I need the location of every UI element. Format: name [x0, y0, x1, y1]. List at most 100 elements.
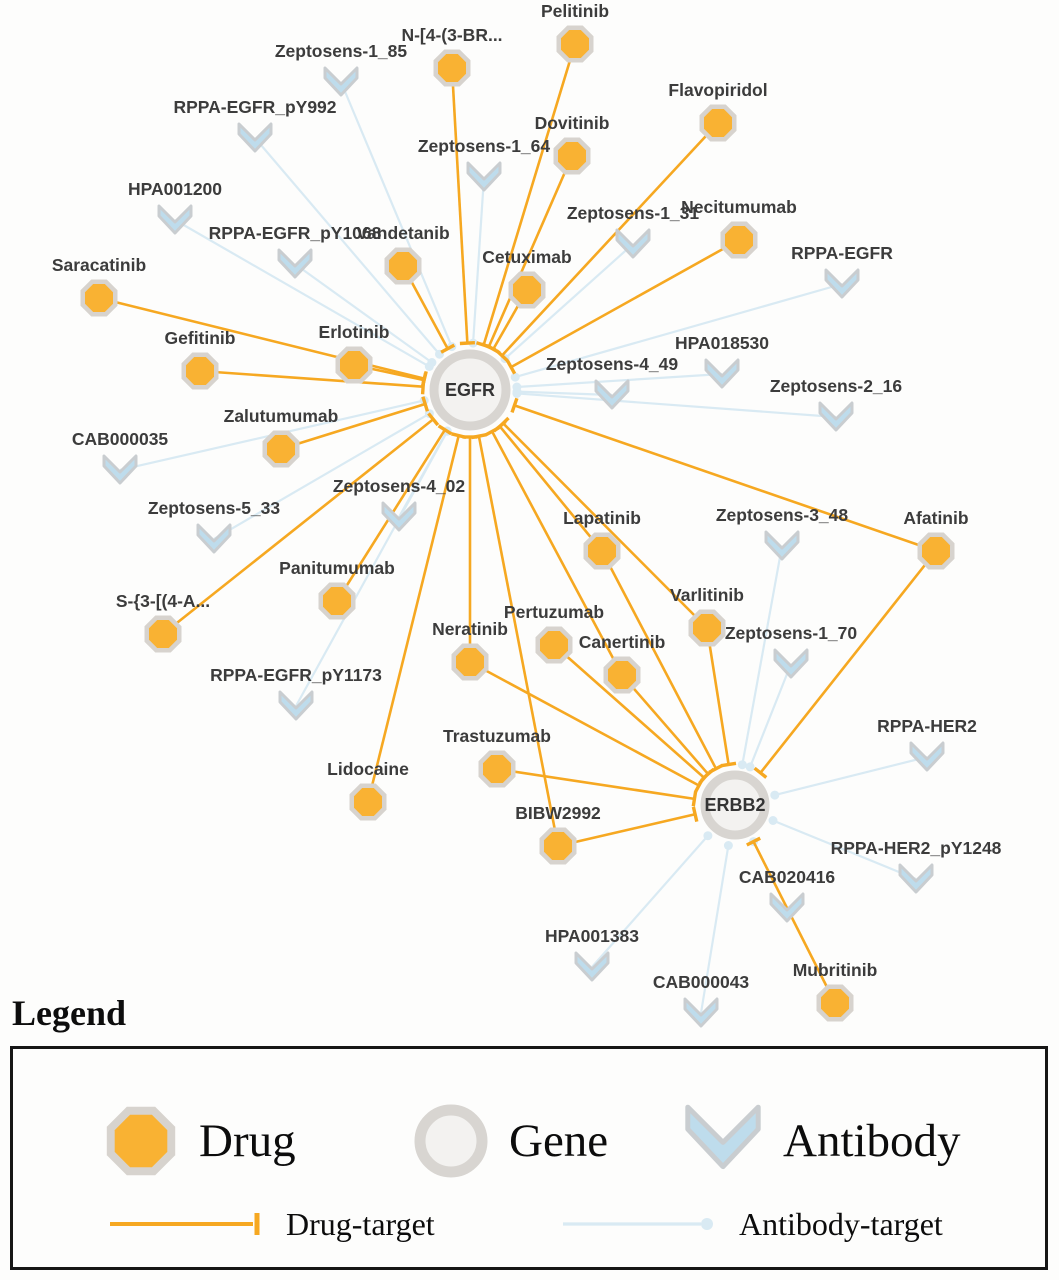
- drug-node-zalutumumab[interactable]: [262, 430, 300, 468]
- edge-varlitinib-to-erbb2: [705, 627, 737, 768]
- antibody-node-zeptosens-4-02[interactable]: [381, 501, 417, 532]
- drug-target-tee: [427, 412, 440, 427]
- drug-icon: [106, 1106, 176, 1176]
- drug-octagon-icon: [704, 109, 732, 137]
- antibody-chevron-icon: [196, 523, 232, 554]
- antibody-node-zeptosens-5-33[interactable]: [196, 523, 232, 554]
- antibody-node-zeptosens-2-16[interactable]: [818, 401, 854, 432]
- drug-target-tee: [691, 806, 699, 822]
- antibody-chevron-icon: [769, 892, 805, 923]
- drug-node-trastuzumab[interactable]: [478, 750, 516, 788]
- drug-node-dovitinib[interactable]: [553, 137, 591, 175]
- drug-octagon-icon: [114, 1114, 168, 1168]
- gene-circle-icon: [700, 770, 770, 840]
- drug-node-necitumumab[interactable]: [720, 221, 758, 259]
- drug-node-flavopiridol[interactable]: [699, 104, 737, 142]
- drug-target-tee: [440, 343, 456, 354]
- antibody-node-rppa-egfr-py992[interactable]: [237, 122, 273, 153]
- edge-n-4-3-br-to-egfr: [450, 67, 475, 346]
- drug-octagon-icon: [693, 614, 721, 642]
- antibody-node-zeptosens-3-48[interactable]: [764, 530, 800, 561]
- drug-octagon-icon: [513, 276, 541, 304]
- drug-target-tee: [437, 424, 453, 436]
- drug-node-vandetanib[interactable]: [384, 247, 422, 285]
- edge-canertinib-to-egfr: [484, 426, 624, 676]
- node-label: Afatinib: [903, 508, 968, 528]
- drug-octagon-icon: [340, 351, 368, 379]
- edge-zeptosens-3-48-to-erbb2: [737, 545, 784, 770]
- node-label: Saracatinib: [52, 255, 146, 275]
- antibody-node-cab000035[interactable]: [102, 454, 138, 485]
- drug-node-bibw2992[interactable]: [539, 827, 577, 865]
- drug-target-tee: [691, 791, 698, 807]
- node-label: Gefitinib: [165, 328, 236, 348]
- node-label: Zeptosens-1_70: [725, 623, 858, 643]
- label-layer: EGFRERBB2PelitinibN-[4-(3-BR...Dovitinib…: [52, 1, 1002, 992]
- antibody-node-cab020416[interactable]: [769, 892, 805, 923]
- gene-node-erbb2[interactable]: [700, 770, 770, 840]
- antibody-node-zeptosens-4-49[interactable]: [594, 379, 630, 410]
- legend-box: Drug Gene Antibody Drug-target Antibody-…: [10, 1046, 1048, 1270]
- drug-node-lapatinib[interactable]: [583, 532, 621, 570]
- drug-octagon-icon: [821, 989, 849, 1017]
- node-label: Zalutumumab: [224, 406, 339, 426]
- drug-node-pelitinib[interactable]: [556, 25, 594, 63]
- drug-node-lidocaine[interactable]: [349, 783, 387, 821]
- node-label: Canertinib: [579, 632, 666, 652]
- antibody-node-zeptosens-1-85[interactable]: [323, 66, 359, 97]
- drug-node-afatinib[interactable]: [917, 532, 955, 570]
- drug-node-erlotinib[interactable]: [335, 346, 373, 384]
- antibody-node-zeptosens-1-64[interactable]: [466, 161, 502, 192]
- drug-node-saracatinib[interactable]: [80, 279, 118, 317]
- drug-node-varlitinib[interactable]: [688, 609, 726, 647]
- antibody-node-hpa001200[interactable]: [157, 204, 193, 235]
- drug-node-gefitinib[interactable]: [181, 352, 219, 390]
- drug-target-tee: [505, 359, 517, 375]
- node-label: HPA001383: [545, 926, 639, 946]
- edge-flavopiridol-to-egfr: [495, 122, 719, 362]
- node-label: Pelitinib: [541, 1, 609, 21]
- antibody-node-rppa-egfr-py1173[interactable]: [278, 690, 314, 721]
- gene-label: ERBB2: [704, 795, 765, 815]
- node-label: RPPA-HER2_pY1248: [831, 838, 1002, 858]
- node-layer: [80, 25, 955, 1028]
- drug-node-s-3-4-a[interactable]: [144, 615, 182, 653]
- drug-target-tee: [753, 766, 768, 779]
- antibody-node-zeptosens-1-70[interactable]: [773, 648, 809, 679]
- antibody-chevron-icon: [102, 454, 138, 485]
- drug-node-panitumumab[interactable]: [318, 582, 356, 620]
- antibody-node-rppa-egfr[interactable]: [824, 268, 860, 299]
- antibody-chevron-icon: [764, 530, 800, 561]
- node-label: Dovitinib: [535, 113, 610, 133]
- drug-octagon-icon: [323, 587, 351, 615]
- edge-saracatinib-to-egfr: [98, 296, 428, 387]
- drug-node-mubritinib[interactable]: [816, 984, 854, 1022]
- drug-edge-layer: [98, 43, 938, 1004]
- antibody-node-hpa001383[interactable]: [574, 951, 610, 982]
- edge-rppa-egfr-to-egfr: [510, 282, 843, 382]
- gene-node-egfr[interactable]: [429, 349, 511, 431]
- edge-afatinib-to-egfr: [510, 397, 937, 553]
- antibody-node-zeptosens-1-31[interactable]: [615, 228, 651, 259]
- antibody-node-hpa018530[interactable]: [704, 358, 740, 389]
- antibody-chevron-icon: [574, 951, 610, 982]
- drug-node-cetuximab[interactable]: [508, 271, 546, 309]
- drug-node-pertuzumab[interactable]: [535, 626, 573, 664]
- drug-node-canertinib[interactable]: [603, 656, 641, 694]
- antibody-node-rppa-egfr-py1068[interactable]: [277, 248, 313, 279]
- node-label: Lidocaine: [327, 759, 409, 779]
- node-label: Vandetanib: [356, 223, 449, 243]
- antibody-node-rppa-her2-py1248[interactable]: [898, 863, 934, 894]
- edge-necitumumab-to-egfr: [505, 238, 740, 375]
- node-label: RPPA-EGFR_pY1173: [210, 665, 382, 685]
- drug-target-tee: [496, 416, 510, 430]
- edge-lapatinib-to-egfr: [492, 420, 604, 552]
- node-label: CAB020416: [739, 867, 836, 887]
- legend-antibody-target-label: Antibody-target: [739, 1206, 943, 1242]
- drug-node-n-4-3-br[interactable]: [433, 49, 471, 87]
- antibody-chevron-icon: [824, 268, 860, 299]
- drug-node-neratinib[interactable]: [451, 643, 489, 681]
- antibody-node-rppa-her2[interactable]: [909, 741, 945, 772]
- antibody-target-dot: [512, 389, 522, 398]
- antibody-node-cab000043[interactable]: [683, 997, 719, 1028]
